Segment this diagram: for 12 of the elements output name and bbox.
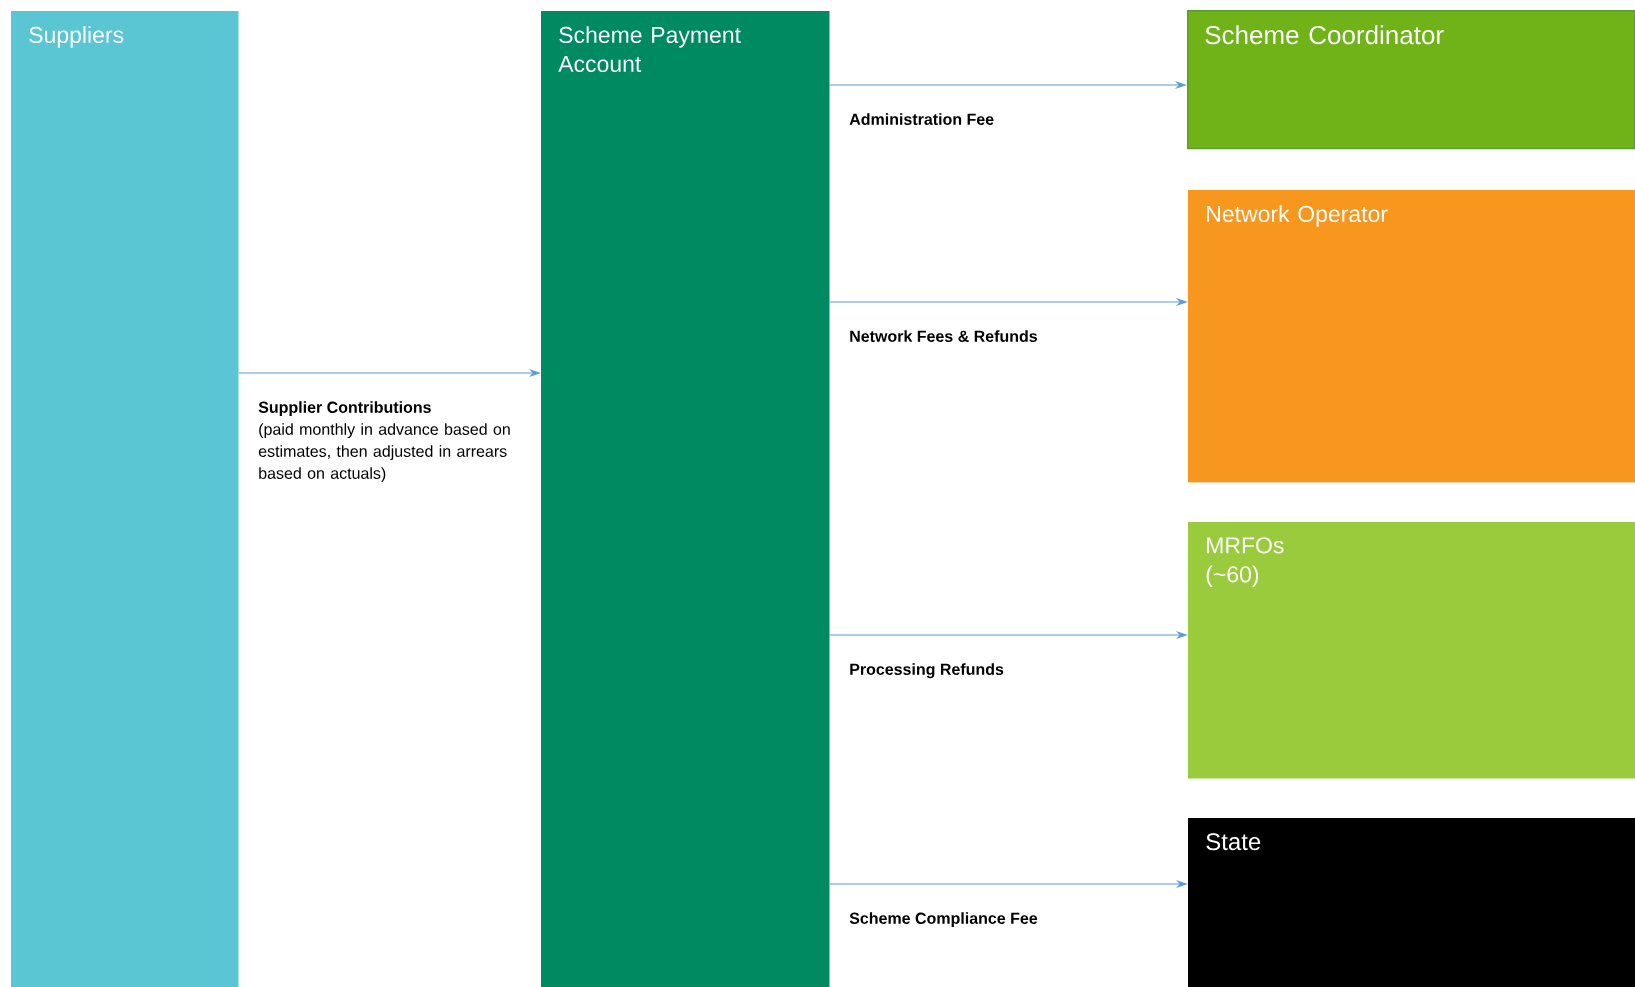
edge-label: Processing Refunds: [850, 663, 1004, 679]
party-box: State: [1188, 818, 1635, 987]
party-box: Scheme Coordinator: [1187, 10, 1635, 150]
note-text: (paid monthly in advance based on estimates, then adjusted in arrears based on actuals): [258, 423, 510, 483]
column-box: Suppliers: [11, 11, 239, 987]
edge-label: Scheme Compliance Fee: [849, 912, 1038, 928]
party-box: MRFOs (~60): [1188, 522, 1635, 779]
edge-label: Administration Fee: [849, 113, 994, 125]
party-box: Network Operator: [1188, 190, 1635, 483]
column-box: Scheme Payment Account: [541, 11, 830, 987]
edge-label: Network Fees & Refunds: [850, 330, 1037, 342]
edge-label: Supplier Contributions: [258, 401, 431, 417]
